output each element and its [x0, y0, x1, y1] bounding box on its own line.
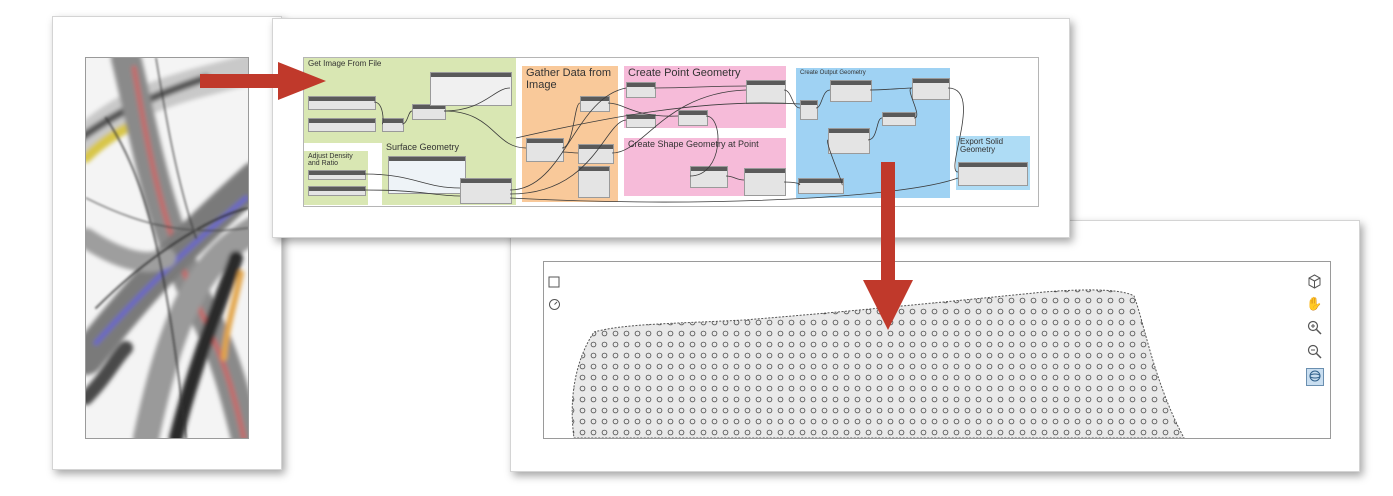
node-wires — [363, 85, 964, 203]
node-graph-card: Get Image From File Adjust Density and R… — [272, 18, 1070, 238]
arrow-right-icon — [200, 62, 326, 100]
node-graph-canvas: Get Image From File Adjust Density and R… — [303, 57, 1039, 207]
node-boundary-curves[interactable] — [800, 100, 818, 120]
3d-viewport-card: ✋ — [510, 220, 1360, 472]
group-title-create-shape: Create Shape Geometry at Point — [628, 139, 759, 149]
node-normal-at-point[interactable] — [678, 110, 708, 126]
perforated-surface-render — [571, 289, 1185, 438]
3d-viewport[interactable]: ✋ — [543, 261, 1331, 439]
arrow-down-icon — [863, 162, 913, 330]
compass-icon[interactable] — [546, 298, 562, 314]
node-point-at-param[interactable] — [626, 114, 656, 128]
group-title-adjust: Adjust Density and Ratio — [308, 153, 353, 168]
node-image-preview[interactable] — [430, 72, 512, 106]
zoom-fit-icon[interactable] — [1306, 344, 1322, 360]
node-uv-params[interactable] — [626, 82, 656, 98]
orbit-icon[interactable] — [1306, 368, 1324, 386]
source-image — [85, 57, 249, 439]
node-solid-union[interactable] — [912, 78, 950, 100]
node-file-path[interactable] — [308, 96, 376, 110]
pan-hand-icon[interactable]: ✋ — [1306, 296, 1323, 311]
node-solid-difference[interactable] — [828, 128, 870, 154]
node-image-read[interactable] — [412, 104, 446, 120]
node-extrude-shape[interactable] — [744, 168, 786, 196]
node-solid-list[interactable] — [798, 178, 844, 194]
group-title-get-image: Get Image From File — [308, 59, 382, 68]
square-icon[interactable] — [546, 276, 562, 292]
node-solid-by-thicken[interactable] — [830, 80, 872, 102]
node-density-slider[interactable] — [308, 170, 366, 180]
node-list-flatten[interactable] — [578, 144, 614, 164]
group-title-create-point: Create Point Geometry — [628, 67, 741, 79]
group-title-export: Export Solid Geometry — [960, 137, 1004, 155]
node-file-from-path[interactable] — [382, 118, 404, 132]
abstract-brush-image — [86, 58, 248, 438]
node-export-to-sat[interactable] — [958, 162, 1028, 186]
group-title-gather: Gather Data from Image — [526, 67, 611, 91]
zoom-in-icon[interactable] — [1306, 320, 1322, 336]
node-file-path-2[interactable] — [308, 118, 376, 132]
node-ratio-slider[interactable] — [308, 186, 366, 196]
group-title-create-output: Create Output Geometry — [800, 70, 866, 76]
node-color-value-list[interactable] — [578, 166, 610, 198]
node-geometry-translate[interactable] — [882, 112, 916, 126]
node-image-pixels[interactable] — [526, 138, 564, 162]
cube-view-icon[interactable] — [1306, 274, 1322, 290]
node-surface-by-patch[interactable] — [460, 178, 512, 204]
node-point-output[interactable] — [746, 80, 786, 104]
group-title-surface: Surface Geometry — [386, 142, 460, 152]
